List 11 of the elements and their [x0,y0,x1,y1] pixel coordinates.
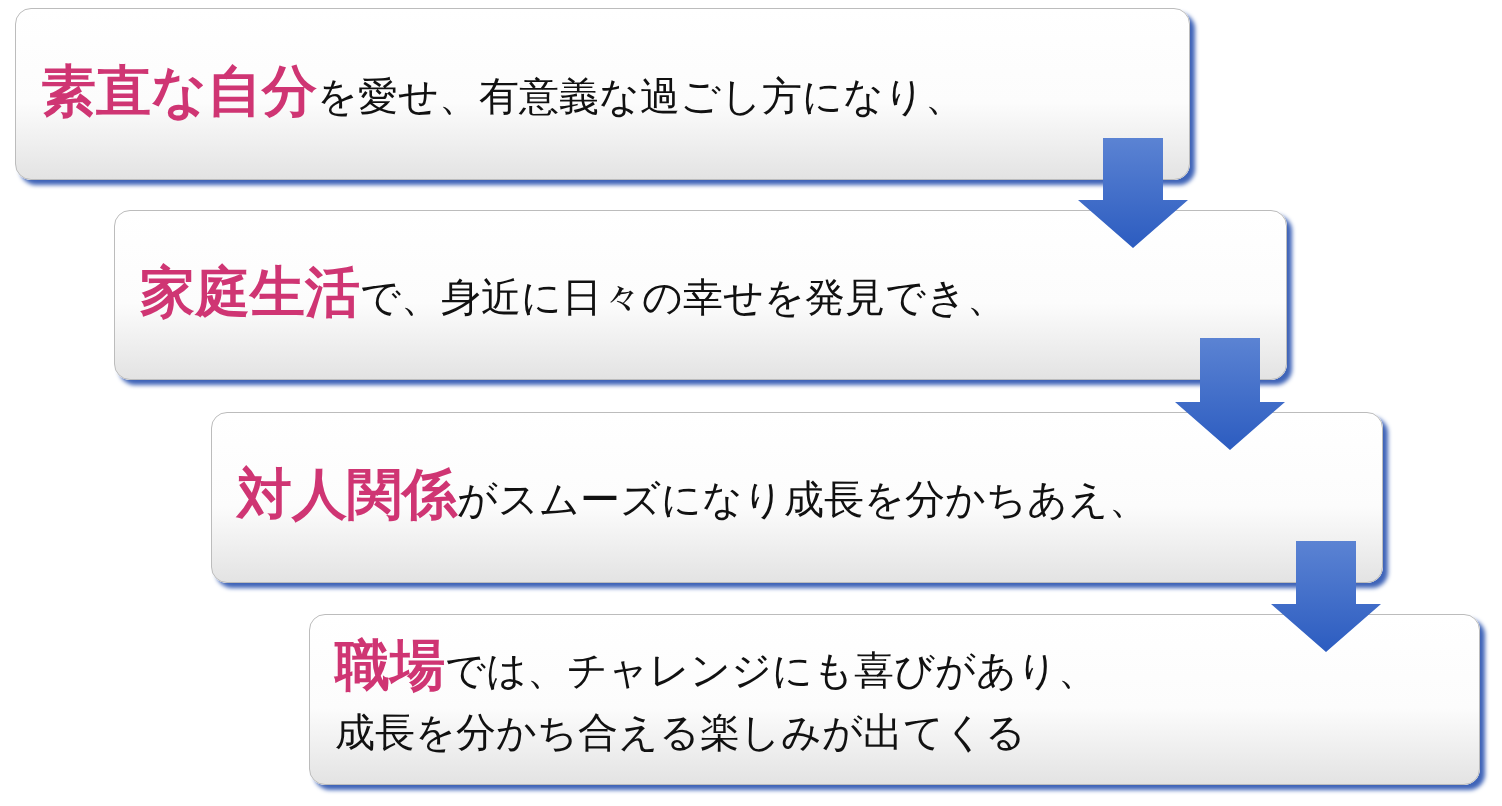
process-box [211,412,1383,583]
step-text: 対人関係がスムーズになり成長を分かちあえ、 [237,464,1149,527]
process-box [15,8,1190,180]
arrow [1078,138,1188,248]
arrow [1271,541,1381,652]
process-box [309,614,1480,785]
step-text: 家庭生活で、身近に日々の幸せを発見でき、 [140,261,1007,325]
process-box [114,210,1287,380]
step-text: 素直な自分を愛せ、有意義な過ごし方になり、 [41,60,965,124]
step-text: 職場では、チャレンジにも喜びがあり、成長を分かち合える楽しみが出てくる [335,635,1099,757]
arrow [1175,338,1285,450]
